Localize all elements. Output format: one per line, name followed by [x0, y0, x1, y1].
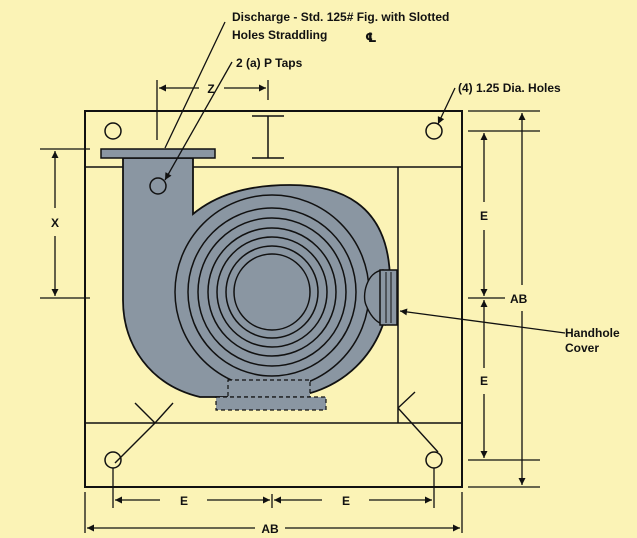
discharge-label-line2: Holes Straddling	[232, 28, 327, 42]
p-taps-label: 2 (a) P Taps	[236, 56, 303, 70]
dim-e-upper-label: E	[480, 209, 488, 223]
motor-pedestal-hidden	[215, 379, 327, 411]
dim-ab-right-label: AB	[510, 292, 528, 306]
dimension-z: Z	[156, 80, 269, 140]
centerline-symbol: ℄	[365, 30, 377, 45]
dim-e-bottom-left-label: E	[180, 494, 188, 508]
dimension-ab-bottom: AB	[84, 492, 463, 536]
holes-label: (4) 1.25 Dia. Holes	[458, 81, 561, 95]
p-taps-callout: 2 (a) P Taps	[164, 56, 303, 181]
dim-z-label: Z	[207, 82, 214, 96]
p-tap-hole	[149, 177, 167, 195]
mounting-holes	[104, 122, 443, 469]
discharge-callout: Discharge - Std. 125# Fig. with Slotted …	[164, 10, 449, 149]
holes-callout: (4) 1.25 Dia. Holes	[437, 81, 561, 125]
mounting-hole	[425, 122, 443, 140]
handhole-callout: Handhole Cover	[399, 308, 620, 355]
dimension-e-bottom: E E	[112, 468, 435, 508]
discharge-label-line1: Discharge - Std. 125# Fig. with Slotted	[232, 10, 449, 24]
handhole-label-line1: Handhole	[565, 326, 620, 340]
dimension-x: X	[40, 148, 90, 299]
corner-braces	[114, 391, 439, 464]
fan-scroll-housing	[122, 157, 391, 398]
discharge-flange	[100, 148, 216, 159]
handhole-cover	[363, 269, 398, 326]
dimension-e-right: E E	[468, 130, 540, 461]
handhole-label-line2: Cover	[565, 341, 599, 355]
dim-ab-bottom-label: AB	[261, 522, 279, 536]
dim-e-bottom-right-label: E	[342, 494, 350, 508]
mounting-hole	[104, 122, 122, 140]
base-frame	[84, 110, 463, 488]
dimension-ab-right: AB	[468, 110, 540, 488]
dim-x-label: X	[51, 216, 59, 230]
mounting-hole	[425, 451, 443, 469]
dim-e-lower-label: E	[480, 374, 488, 388]
i-beam-section	[252, 115, 284, 159]
